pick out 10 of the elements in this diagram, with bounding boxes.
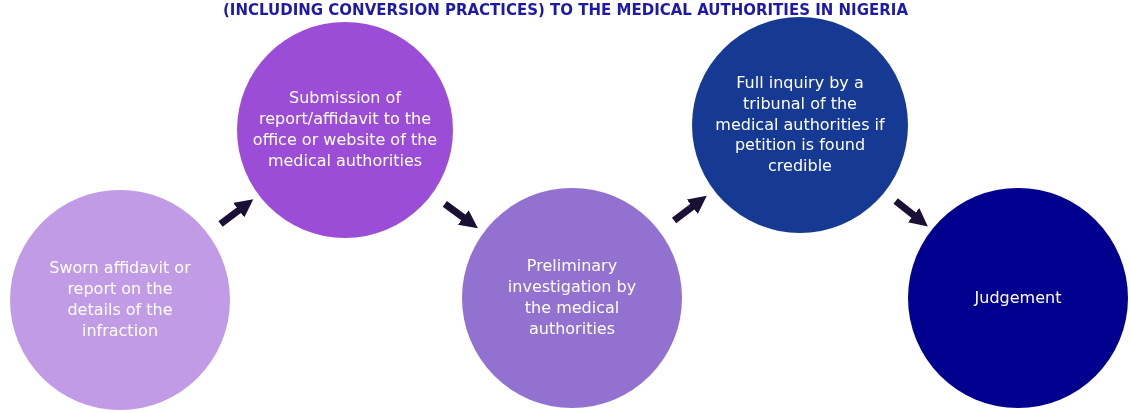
step-text: Judgement (974, 287, 1062, 309)
title: (INCLUDING CONVERSION PRACTICES) TO THE MEDICAL AUTHORITIES IN NIGERIA (222, 1, 909, 19)
arrow (442, 201, 478, 229)
arrow (218, 199, 254, 227)
step-text: Submission of report/affidavit to the office or website of the medical authorities (251, 88, 439, 172)
arrow (671, 195, 707, 224)
arrow (893, 198, 928, 227)
step-text: Sworn affidavit or report on the details of the infraction (48, 258, 192, 342)
step-text: Preliminary investigation by the medical authorities (506, 256, 638, 340)
step-text: Full inquiry by a tribunal of the medical authorities if petition is found credible (715, 73, 885, 177)
